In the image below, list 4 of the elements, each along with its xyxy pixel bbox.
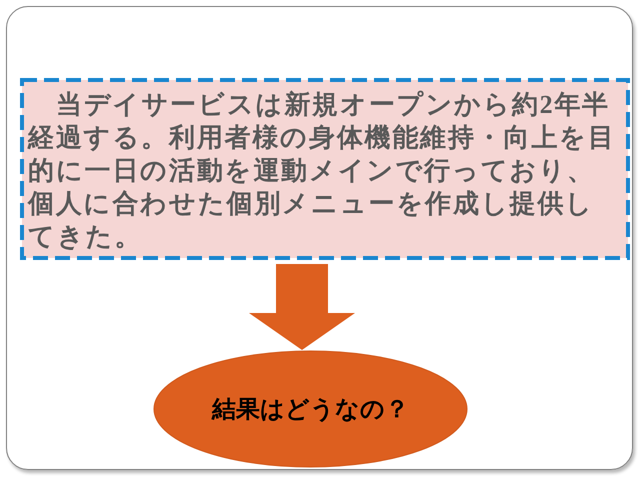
oval bbox=[153, 350, 468, 468]
box-text: 当デイサービスは新規オープンから約2年半経過する。利用者様の身体機能維持・向上を目的に一日の活動を運動メインで行っており、個人に合わせた個別メニューを作成し提供してきた。 bbox=[28, 89, 616, 253]
block-arrow bbox=[249, 264, 355, 350]
oval-text: 結果はどうなの？ bbox=[212, 394, 409, 425]
